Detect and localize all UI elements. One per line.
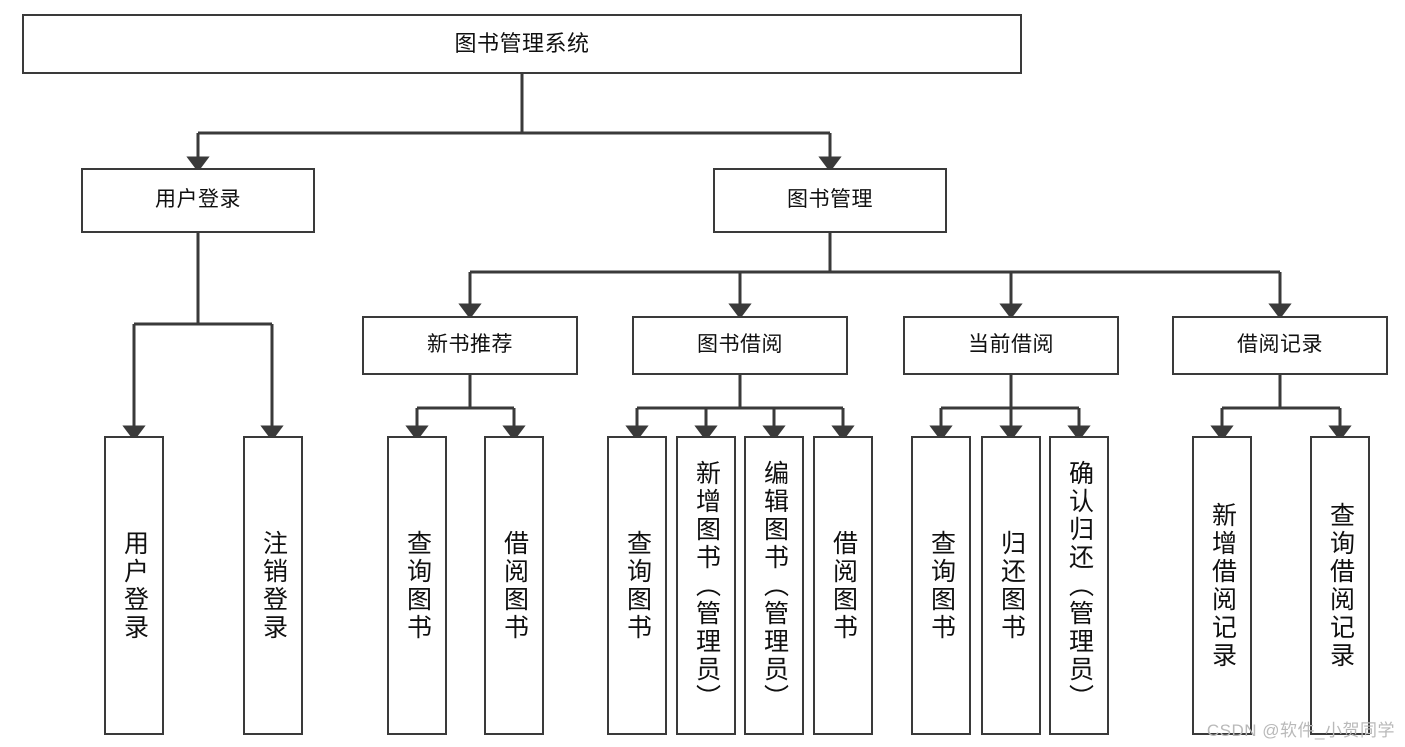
node-current-borrow[interactable]: 当前借阅: [903, 316, 1119, 375]
leaf-borrow-book-2-label: 借阅图书: [829, 529, 858, 642]
watermark: CSDN @软件_小贺同学: [1206, 721, 1395, 740]
leaf-return-book[interactable]: 归还图书: [981, 436, 1041, 735]
leaf-user-login-label: 用户登录: [120, 529, 149, 642]
leaf-confirm-return-label: 确认归还（管理员）: [1065, 459, 1094, 712]
leaf-add-book[interactable]: 新增图书（管理员）: [676, 436, 736, 735]
leaf-borrow-book-1[interactable]: 借阅图书: [484, 436, 544, 735]
node-borrow-record[interactable]: 借阅记录: [1172, 316, 1388, 375]
leaf-borrow-book-2[interactable]: 借阅图书: [813, 436, 873, 735]
leaf-logout-login[interactable]: 注销登录: [243, 436, 303, 735]
leaf-add-record[interactable]: 新增借阅记录: [1192, 436, 1252, 735]
leaf-query-book-1-label: 查询图书: [403, 529, 432, 642]
leaf-query-record[interactable]: 查询借阅记录: [1310, 436, 1370, 735]
node-user-login[interactable]: 用户登录: [81, 168, 315, 233]
node-root-label: 图书管理系统: [454, 31, 590, 57]
leaf-query-book-1[interactable]: 查询图书: [387, 436, 447, 735]
leaf-user-login[interactable]: 用户登录: [104, 436, 164, 735]
node-new-book-recommend[interactable]: 新书推荐: [362, 316, 578, 375]
leaf-add-record-label: 新增借阅记录: [1208, 501, 1237, 670]
leaf-query-book-2[interactable]: 查询图书: [607, 436, 667, 735]
leaf-query-book-3[interactable]: 查询图书: [911, 436, 971, 735]
leaf-borrow-book-1-label: 借阅图书: [500, 529, 529, 642]
leaf-return-book-label: 归还图书: [997, 529, 1026, 642]
node-new-book-recommend-label: 新书推荐: [427, 333, 513, 357]
node-root[interactable]: 图书管理系统: [22, 14, 1022, 74]
leaf-logout-login-label: 注销登录: [259, 529, 288, 642]
node-book-manage-label: 图书管理: [787, 188, 873, 212]
leaf-confirm-return[interactable]: 确认归还（管理员）: [1049, 436, 1109, 735]
leaf-query-record-label: 查询借阅记录: [1326, 501, 1355, 670]
leaf-edit-book[interactable]: 编辑图书（管理员）: [744, 436, 804, 735]
node-borrow-record-label: 借阅记录: [1237, 333, 1323, 357]
node-current-borrow-label: 当前借阅: [968, 333, 1054, 357]
node-book-manage[interactable]: 图书管理: [713, 168, 947, 233]
node-book-borrow[interactable]: 图书借阅: [632, 316, 848, 375]
leaf-add-book-label: 新增图书（管理员）: [692, 459, 721, 712]
node-user-login-label: 用户登录: [155, 188, 241, 212]
leaf-edit-book-label: 编辑图书（管理员）: [760, 459, 789, 712]
node-book-borrow-label: 图书借阅: [697, 333, 783, 357]
leaf-query-book-3-label: 查询图书: [927, 529, 956, 642]
leaf-query-book-2-label: 查询图书: [623, 529, 652, 642]
